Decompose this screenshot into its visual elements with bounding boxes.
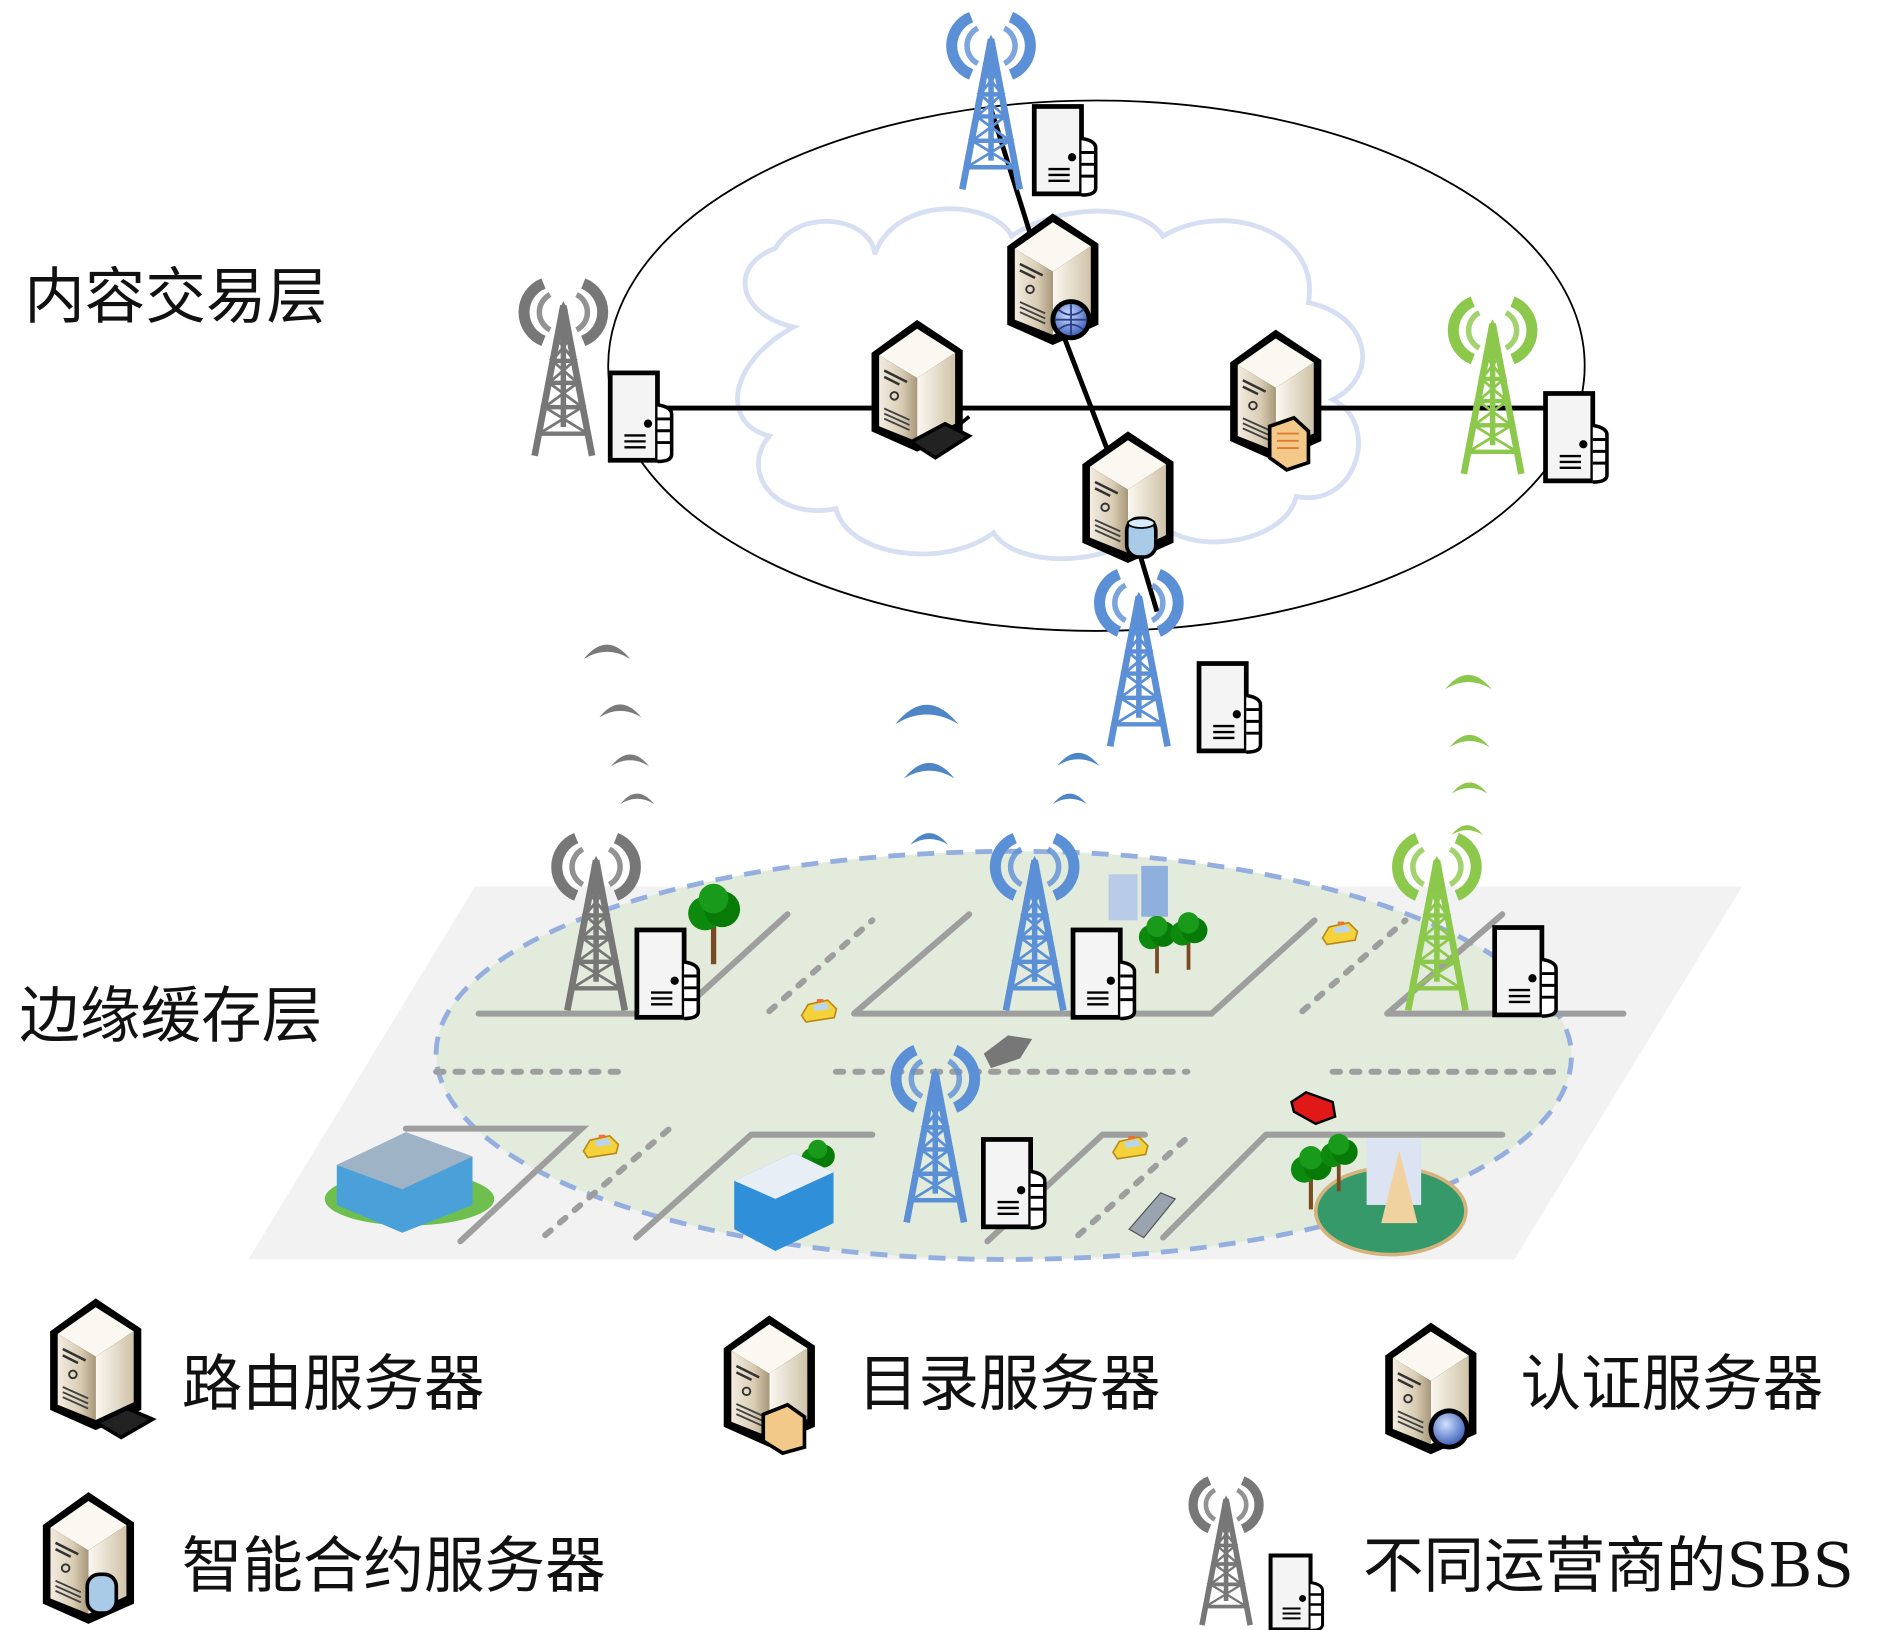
legend-item-directory: 目录服务器	[722, 1314, 1161, 1456]
sbs-server-icon	[1034, 106, 1095, 195]
sbs-server-icon	[1199, 664, 1260, 753]
routing-server[interactable]	[870, 318, 973, 460]
gray-car-icon	[983, 1035, 1033, 1069]
tower-icon	[524, 284, 603, 456]
legend-label-sbs: 不同运营商的SBS	[1363, 1531, 1854, 1601]
village	[1291, 1134, 1468, 1257]
router-icon	[907, 421, 973, 460]
sbs-tower-left-gray[interactable]	[524, 284, 672, 462]
trading-layer-boundary	[607, 99, 1586, 632]
legend-item-sbs: 不同运营商的SBS	[1193, 1481, 1854, 1630]
sbs-tower-center-blue[interactable]	[1100, 574, 1261, 752]
legend-item-smart-contract: 智能合约服务器	[41, 1490, 606, 1626]
legend-label-directory: 目录服务器	[858, 1350, 1161, 1420]
city-skyline	[1108, 865, 1210, 973]
legend-item-routing: 路由服务器	[48, 1297, 485, 1440]
directory-server[interactable]	[1228, 328, 1323, 472]
gray-signal-arcs	[583, 644, 655, 804]
sbs-tower-top-blue[interactable]	[952, 17, 1096, 195]
legend-label-routing: 路由服务器	[182, 1350, 485, 1420]
silver-car-icon	[1128, 1192, 1177, 1239]
cloud-icon	[735, 206, 1365, 562]
office-building	[324, 1132, 495, 1233]
sbs-server-icon	[1546, 393, 1607, 482]
blue-signal-arcs	[895, 704, 1100, 845]
sbs-server-icon	[1271, 1555, 1323, 1630]
tower-icon	[1100, 574, 1179, 746]
edge-caching-layer-label: 边缘缓存层	[19, 982, 322, 1052]
legend: 路由服务器 目录服务器 认证服务器 智能合约服务器 不同运营商的SBS	[41, 1297, 1854, 1630]
smart-contract-server[interactable]	[1081, 430, 1175, 565]
sbs-server-icon	[610, 373, 671, 462]
sbs-tower-icon	[1193, 1481, 1259, 1625]
legend-label-smart-contract: 智能合约服务器	[182, 1531, 606, 1601]
authentication-server[interactable]	[1005, 212, 1100, 347]
red-car-icon	[1290, 1090, 1337, 1126]
content-trading-layer	[524, 17, 1607, 752]
wireless-links	[583, 644, 1492, 845]
document-icon	[1267, 415, 1311, 472]
edge-caching-layer	[248, 838, 1743, 1262]
legend-label-authentication: 认证服务器	[1520, 1350, 1823, 1420]
content-trading-layer-label: 内容交易层	[24, 262, 327, 332]
sbs-tower-right-green[interactable]	[1453, 302, 1607, 482]
green-signal-arcs	[1445, 674, 1492, 835]
store-building	[734, 1140, 835, 1251]
tower-icon	[1453, 302, 1532, 474]
legend-item-authentication: 认证服务器	[1383, 1321, 1823, 1456]
